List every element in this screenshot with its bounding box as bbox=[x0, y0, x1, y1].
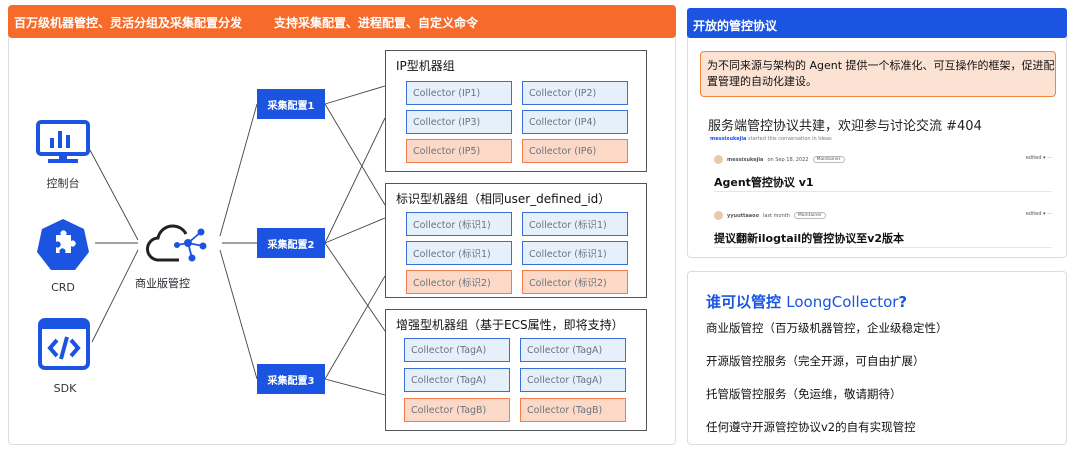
title-suffix: ? bbox=[898, 293, 908, 311]
post-title: Agent管控协议 v1 bbox=[714, 176, 814, 189]
discussion-thread-title[interactable]: 服务端管控协议共建，欢迎参与讨论交流 #404 bbox=[708, 119, 982, 134]
post-title: 提议翻新ilogtail的管控协议至v2版本 bbox=[714, 232, 905, 245]
post-time: on Sep 18, 2022 bbox=[767, 156, 809, 163]
config-2[interactable]: 采集配置2 bbox=[257, 228, 325, 258]
collector-item: Collector (TagB) bbox=[520, 398, 626, 422]
collector-item: Collector (IP5) bbox=[406, 139, 512, 163]
collector-item: Collector (TagB) bbox=[404, 398, 510, 422]
post-author[interactable]: yyuuttaaoo bbox=[727, 212, 760, 219]
post-time: last month bbox=[763, 212, 790, 219]
collector-item: Collector (IP6) bbox=[522, 139, 628, 163]
post-edit-menu[interactable]: edited ▾ ··· bbox=[1025, 211, 1052, 217]
collector-item: Collector (标识1) bbox=[406, 212, 512, 236]
avatar bbox=[714, 211, 723, 220]
post-meta: messixukejia on Sep 18, 2022 Maintainer bbox=[714, 155, 845, 164]
left-header: 百万级机器管控、灵活分组及采集配置分发 支持采集配置、进程配置、自定义命令 bbox=[8, 5, 676, 38]
post-meta: yyuuttaaoo last month Maintainer bbox=[714, 211, 826, 220]
collector-item: Collector (TagA) bbox=[520, 338, 626, 362]
protocol-description: 为不同来源与架构的 Agent 提供一个标准化、可互操作的框架，促进配置管理的自… bbox=[700, 51, 1056, 97]
collector-item: Collector (IP3) bbox=[406, 110, 512, 134]
who-can-manage-title: 谁可以管控 LoongCollector? bbox=[706, 291, 907, 312]
left-header-title: 百万级机器管控、灵活分组及采集配置分发 bbox=[14, 16, 243, 30]
right-top-panel bbox=[687, 8, 1067, 258]
thread-author[interactable]: messixukejia bbox=[710, 136, 747, 142]
machine-group-ip: IP型机器组 Collector (IP1) Collector (IP2) C… bbox=[385, 50, 647, 172]
collector-item: Collector (IP2) bbox=[522, 81, 628, 105]
collector-item: Collector (标识1) bbox=[522, 241, 628, 265]
source-label-sdk: SDK bbox=[53, 382, 77, 395]
collector-item: Collector (TagA) bbox=[404, 368, 510, 392]
maintainer-badge: Maintainer bbox=[812, 156, 845, 163]
manager-option-hosted: 托管版管控服务（免运维，敬请期待） bbox=[706, 387, 902, 401]
machine-group-enhanced: 增强型机器组（基于ECS属性，即将支持） Collector (TagA) Co… bbox=[385, 309, 647, 431]
discussion-post[interactable]: yyuuttaaoo last month Maintainer edited … bbox=[714, 208, 1052, 248]
discussion-post[interactable]: messixukejia on Sep 18, 2022 Maintainer … bbox=[714, 152, 1052, 192]
manager-option-open-source: 开源版管控服务（完全开源，可自由扩展） bbox=[706, 354, 925, 368]
post-edit-menu[interactable]: edited ▾ ··· bbox=[1025, 155, 1052, 161]
group-title: 增强型机器组（基于ECS属性，即将支持） bbox=[396, 318, 624, 332]
avatar bbox=[714, 155, 723, 164]
maintainer-badge: Maintainer bbox=[793, 212, 826, 219]
monitor-chart-icon bbox=[36, 120, 90, 174]
left-header-subtitle: 支持采集配置、进程配置、自定义命令 bbox=[274, 16, 479, 30]
source-label-console: 控制台 bbox=[46, 177, 80, 190]
hub-label: 商业版管控 bbox=[135, 277, 190, 290]
discussion-thread-subtitle: messixukejia started this conversation i… bbox=[710, 136, 832, 142]
collector-item: Collector (TagA) bbox=[404, 338, 510, 362]
collector-item: Collector (IP4) bbox=[522, 110, 628, 134]
cloud-network-icon bbox=[145, 222, 207, 264]
collector-item: Collector (TagA) bbox=[520, 368, 626, 392]
group-title: 标识型机器组（相同user_defined_id） bbox=[396, 192, 611, 206]
code-icon bbox=[38, 318, 92, 372]
group-title: IP型机器组 bbox=[396, 59, 455, 73]
manager-option-self-implemented: 任何遵守开源管控协议v2的自有实现管控 bbox=[706, 420, 916, 434]
source-label-crd: CRD bbox=[51, 281, 75, 294]
collector-item: Collector (标识1) bbox=[406, 241, 512, 265]
collector-item: Collector (标识2) bbox=[522, 270, 628, 294]
product-name: LoongCollector bbox=[786, 293, 899, 311]
title-prefix: 谁可以管控 bbox=[706, 293, 782, 311]
machine-group-identifier: 标识型机器组（相同user_defined_id） Collector (标识1… bbox=[385, 183, 647, 298]
collector-item: Collector (标识2) bbox=[406, 270, 512, 294]
kubernetes-puzzle-icon bbox=[36, 218, 90, 272]
collector-item: Collector (IP1) bbox=[406, 81, 512, 105]
collector-item: Collector (标识1) bbox=[522, 212, 628, 236]
thread-sub-text: started this conversation in Ideas bbox=[748, 136, 832, 142]
manager-option-commercial: 商业版管控（百万级机器管控，企业级稳定性） bbox=[706, 321, 948, 335]
config-3[interactable]: 采集配置3 bbox=[257, 364, 325, 394]
post-author[interactable]: messixukejia bbox=[727, 156, 764, 163]
right-bottom-panel bbox=[687, 271, 1067, 445]
protocol-header: 开放的管控协议 bbox=[687, 8, 1067, 38]
config-1[interactable]: 采集配置1 bbox=[257, 89, 325, 119]
